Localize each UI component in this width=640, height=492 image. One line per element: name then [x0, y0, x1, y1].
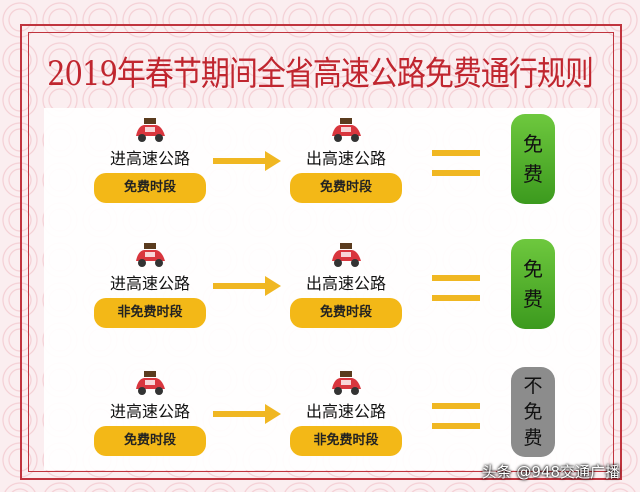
result-badge: 免费 — [511, 114, 555, 204]
result-badge: 免费 — [511, 239, 555, 329]
decorative-frame-inner — [28, 32, 614, 472]
exit-label: 出高速公路 — [305, 149, 386, 168]
arrow-right-icon — [213, 276, 281, 296]
page-title: 2019年春节期间全省高速公路免费通行规则 — [47, 53, 594, 93]
result-char: 不 — [523, 375, 543, 397]
car-icon — [132, 118, 168, 144]
result-char: 免 — [523, 132, 543, 156]
car-icon — [132, 371, 168, 397]
exit-period-badge: 免费时段 — [290, 298, 402, 328]
car-icon — [328, 118, 364, 144]
content-panel — [44, 108, 600, 470]
car-icon — [328, 371, 364, 397]
exit-period-badge: 免费时段 — [290, 173, 402, 203]
result-char: 费 — [523, 427, 543, 449]
exit-label: 出高速公路 — [305, 274, 386, 293]
result-char: 免 — [523, 401, 543, 423]
equals-icon — [432, 403, 480, 429]
equals-icon — [432, 150, 480, 176]
decorative-frame — [20, 24, 622, 480]
entry-period-badge: 免费时段 — [94, 173, 206, 203]
car-icon — [132, 243, 168, 269]
entry-label: 进高速公路 — [109, 402, 190, 421]
exit-label: 出高速公路 — [305, 402, 386, 421]
car-icon — [328, 243, 364, 269]
arrow-right-icon — [213, 151, 281, 171]
exit-period-badge: 非免费时段 — [290, 426, 402, 456]
result-char: 免 — [523, 257, 543, 281]
result-char: 费 — [523, 287, 543, 311]
watermark: 头条 @948交通广播 — [481, 463, 620, 481]
arrow-right-icon — [213, 404, 281, 424]
entry-period-badge: 非免费时段 — [94, 298, 206, 328]
entry-period-badge: 免费时段 — [94, 426, 206, 456]
entry-label: 进高速公路 — [109, 274, 190, 293]
entry-label: 进高速公路 — [109, 149, 190, 168]
result-badge: 不免费 — [511, 367, 555, 457]
result-char: 费 — [523, 162, 543, 186]
equals-icon — [432, 275, 480, 301]
